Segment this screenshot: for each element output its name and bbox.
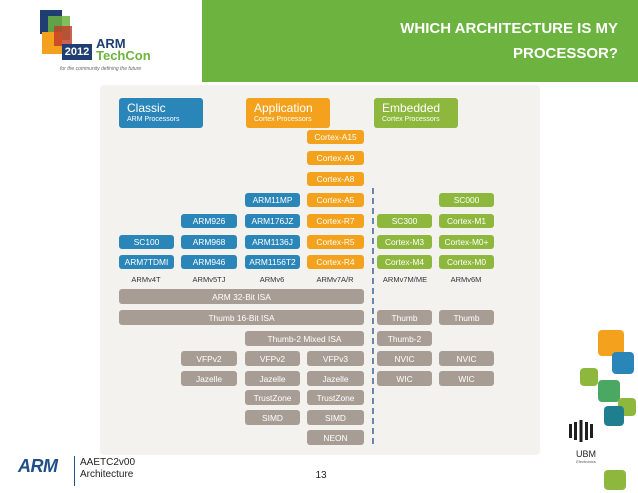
category-embedded-title: Embedded bbox=[382, 101, 441, 115]
feature-vfpv3: VFPv3 bbox=[307, 351, 364, 366]
category-classic-title: Classic bbox=[127, 101, 166, 115]
arch-label-armv6m: ARMv6M bbox=[450, 275, 482, 284]
feature-neon: NEON bbox=[307, 430, 364, 445]
arch-label-armv7mme: ARMv7M/ME bbox=[382, 275, 428, 284]
processor-arm11mp: ARM11MP bbox=[245, 193, 300, 207]
processor-sc300: SC300 bbox=[377, 214, 432, 228]
arch-label-armv5tj: ARMv5TJ bbox=[192, 275, 226, 284]
feature-simd-v7: SIMD bbox=[307, 410, 364, 425]
processor-cortex-r4: Cortex-R4 bbox=[307, 255, 364, 269]
processor-arm968: ARM968 bbox=[181, 235, 237, 249]
feature-jazelle-v7: Jazelle bbox=[307, 371, 364, 386]
feature-trustzone-v6: TrustZone bbox=[245, 390, 300, 405]
processor-cortex-a9: Cortex-A9 bbox=[307, 151, 364, 165]
feature-thumb-16bit-isa: Thumb 16-Bit ISA bbox=[119, 310, 364, 325]
feature-nvic-v7m: NVIC bbox=[377, 351, 432, 366]
ubm-subtitle: Electronics bbox=[576, 459, 596, 464]
ubm-name: UBM bbox=[576, 449, 596, 459]
feature-thumb-v7m: Thumb bbox=[377, 310, 432, 325]
header-bar: 2012 ARM TechCon for the community defin… bbox=[0, 0, 638, 82]
arch-label-armv6: ARMv6 bbox=[259, 275, 285, 284]
techcon-logo: 2012 ARM TechCon for the community defin… bbox=[0, 0, 202, 82]
embedded-separator-line bbox=[372, 188, 374, 444]
processor-arm1136j: ARM1136J bbox=[245, 235, 300, 249]
feature-nvic-v6m: NVIC bbox=[439, 351, 494, 366]
arch-label-armv7ar: ARMv7A/R bbox=[316, 275, 354, 284]
slide-title-line-1: WHICH ARCHITECTURE IS MY bbox=[400, 20, 618, 37]
slide-title-line-2: PROCESSOR? bbox=[512, 45, 618, 62]
feature-thumb-v6m: Thumb bbox=[439, 310, 494, 325]
ubm-emblem-icon bbox=[569, 420, 593, 442]
processor-cortex-m3: Cortex-M3 bbox=[377, 235, 432, 249]
footer-arm-logo: ARM bbox=[18, 456, 58, 476]
processor-cortex-m4: Cortex-M4 bbox=[377, 255, 432, 269]
processor-arm1156t2: ARM1156T2 bbox=[245, 255, 300, 269]
processor-arm946: ARM946 bbox=[181, 255, 237, 269]
category-embedded-subtitle: Cortex Processors bbox=[382, 116, 440, 123]
feature-simd-v6: SIMD bbox=[245, 410, 300, 425]
footer-separator bbox=[74, 456, 75, 486]
deco-square-teal bbox=[604, 406, 624, 426]
logo-year: 2012 bbox=[62, 44, 92, 60]
processor-cortex-m1: Cortex-M1 bbox=[439, 214, 494, 228]
processor-sc100: SC100 bbox=[119, 235, 174, 249]
logo-tagline: for the community defining the future bbox=[60, 66, 142, 72]
footer-topic: Architecture bbox=[80, 469, 134, 480]
page-number: 13 bbox=[315, 470, 327, 481]
deco-square-green-2 bbox=[598, 380, 620, 402]
feature-wic-v7m: WIC bbox=[377, 371, 432, 386]
feature-thumb2-mixed-isa: Thumb-2 Mixed ISA bbox=[245, 331, 364, 346]
footer-code: AAETC2v00 bbox=[80, 457, 136, 468]
logo-squares-icon bbox=[40, 10, 90, 66]
category-application-subtitle: Cortex Processors bbox=[254, 116, 312, 123]
arch-label-armv4t: ARMv4T bbox=[131, 275, 161, 284]
footer-text: AAETC2v00 Architecture bbox=[80, 457, 135, 481]
category-embedded: Embedded Cortex Processors bbox=[374, 98, 458, 128]
slide-title: WHICH ARCHITECTURE IS MY PROCESSOR? bbox=[318, 16, 618, 66]
feature-jazelle-v5: Jazelle bbox=[181, 371, 237, 386]
feature-thumb2: Thumb-2 bbox=[377, 331, 432, 346]
feature-wic-v6m: WIC bbox=[439, 371, 494, 386]
processor-cortex-a8: Cortex-A8 bbox=[307, 172, 364, 186]
deco-square-orange bbox=[598, 330, 624, 356]
processor-cortex-r7: Cortex-R7 bbox=[307, 214, 364, 228]
ubm-logo: UBM Electronics bbox=[566, 420, 606, 470]
feature-vfpv2-v6: VFPv2 bbox=[245, 351, 300, 366]
category-classic-subtitle: ARM Processors bbox=[127, 116, 180, 123]
logo-brand: ARM bbox=[96, 36, 126, 51]
category-application-title: Application bbox=[254, 101, 313, 115]
category-classic: Classic ARM Processors bbox=[119, 98, 203, 128]
feature-jazelle-v6: Jazelle bbox=[245, 371, 300, 386]
processor-cortex-m0: Cortex-M0 bbox=[439, 255, 494, 269]
category-application: Application Cortex Processors bbox=[246, 98, 330, 128]
processor-cortex-m0plus: Cortex-M0+ bbox=[439, 235, 494, 249]
processor-sc000: SC000 bbox=[439, 193, 494, 207]
logo-event: TechCon bbox=[96, 48, 151, 63]
deco-square-green-4 bbox=[604, 470, 626, 490]
feature-arm-32bit-isa: ARM 32-Bit ISA bbox=[119, 289, 364, 304]
deco-square-green-1 bbox=[580, 368, 598, 386]
processor-cortex-a15: Cortex-A15 bbox=[307, 130, 364, 144]
feature-trustzone-v7: TrustZone bbox=[307, 390, 364, 405]
processor-arm7tdmi: ARM7TDMI bbox=[119, 255, 174, 269]
processor-cortex-a5: Cortex-A5 bbox=[307, 193, 364, 207]
feature-vfpv2-v5: VFPv2 bbox=[181, 351, 237, 366]
deco-square-blue bbox=[612, 352, 634, 374]
processor-arm176jz: ARM176JZ bbox=[245, 214, 300, 228]
processor-arm926: ARM926 bbox=[181, 214, 237, 228]
processor-cortex-r5: Cortex-R5 bbox=[307, 235, 364, 249]
